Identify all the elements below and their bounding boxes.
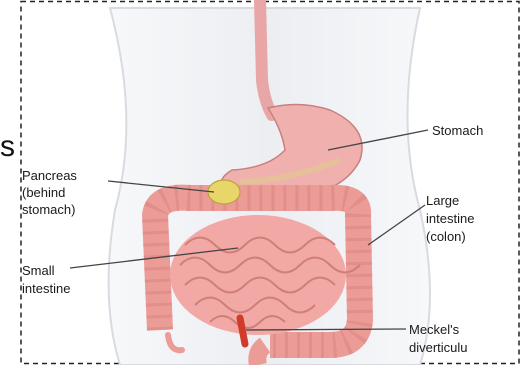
- label-small-intestine-line1: Small: [22, 263, 55, 278]
- meckels-diverticulum: [240, 318, 245, 344]
- label-stomach: Stomach: [432, 123, 483, 138]
- label-large-intestine-line2: intestine: [426, 211, 474, 226]
- label-pancreas-line1: Pancreas: [22, 168, 77, 183]
- label-pancreas-line2: (behind: [22, 185, 65, 200]
- stray-glyph: s: [0, 132, 15, 162]
- label-large-intestine-line1: Large: [426, 193, 459, 208]
- label-meckels-line1: Meckel's: [409, 322, 459, 337]
- label-pancreas-line3: stomach): [22, 202, 75, 217]
- label-meckels-line2: diverticulu: [409, 340, 468, 355]
- label-large-intestine-line3: (colon): [426, 229, 466, 244]
- small-intestine: [170, 215, 346, 335]
- label-small-intestine-line2: intestine: [22, 281, 70, 296]
